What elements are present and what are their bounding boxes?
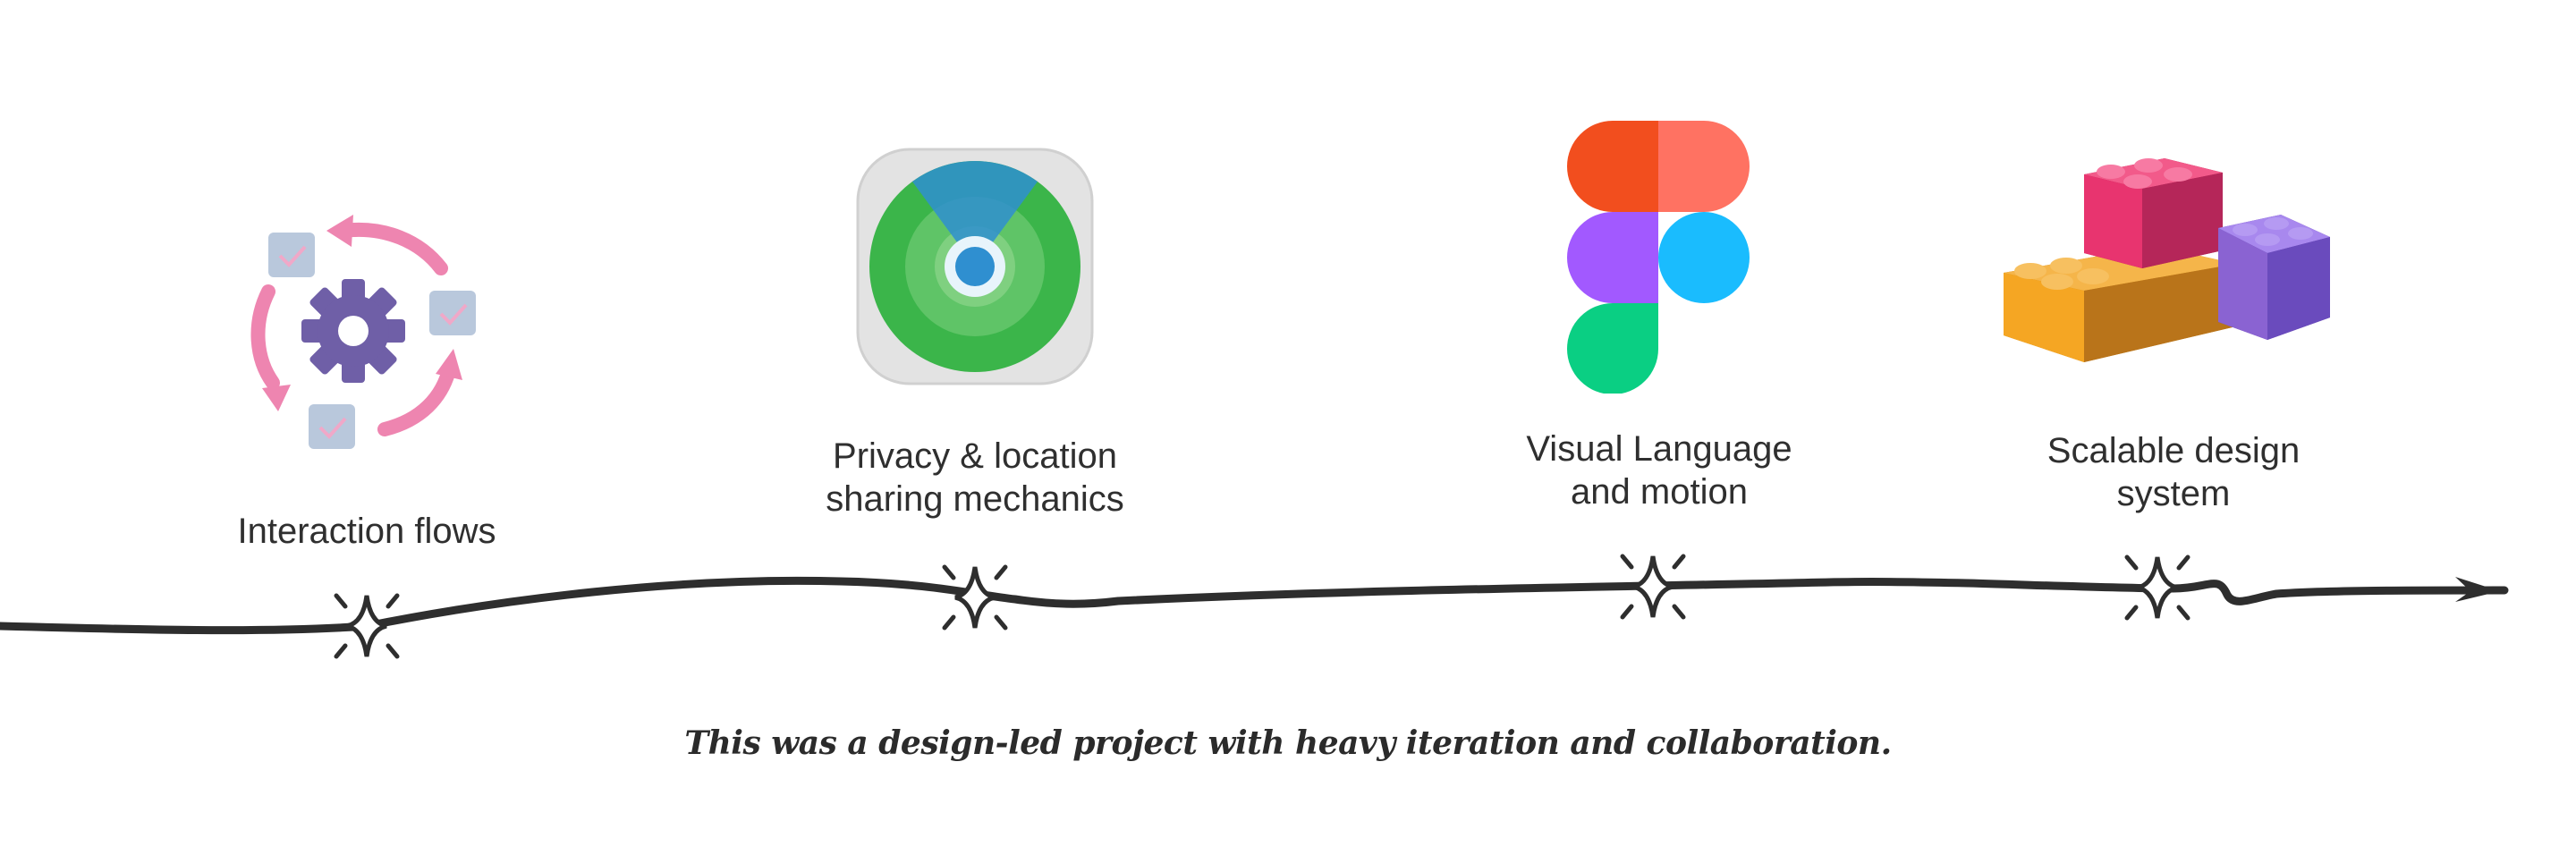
figma-logo-icon (1567, 121, 1750, 394)
milestone-label-line1: Interaction flows (188, 510, 546, 553)
milestone-label-scalable-design: Scalable design system (1995, 429, 2352, 515)
milestone-label-line2: system (1995, 472, 2352, 515)
find-my-radar-icon (854, 146, 1096, 387)
milestone-label-interaction-flows: Interaction flows (188, 510, 546, 553)
milestone-label-line2: sharing mechanics (796, 478, 1154, 521)
milestone-label-line1: Scalable design (1995, 429, 2352, 472)
building-blocks-icon (1995, 148, 2334, 380)
milestone-label-line1: Visual Language (1480, 428, 1838, 470)
workflow-gear-icon (228, 206, 496, 474)
milestone-label-line1: Privacy & location (796, 435, 1154, 478)
milestone-label-privacy-location: Privacy & location sharing mechanics (796, 435, 1154, 521)
project-caption: This was a design-led project with heavy… (0, 724, 2576, 762)
milestone-label-line2: and motion (1480, 470, 1838, 513)
milestone-label-visual-language: Visual Language and motion (1480, 428, 1838, 513)
